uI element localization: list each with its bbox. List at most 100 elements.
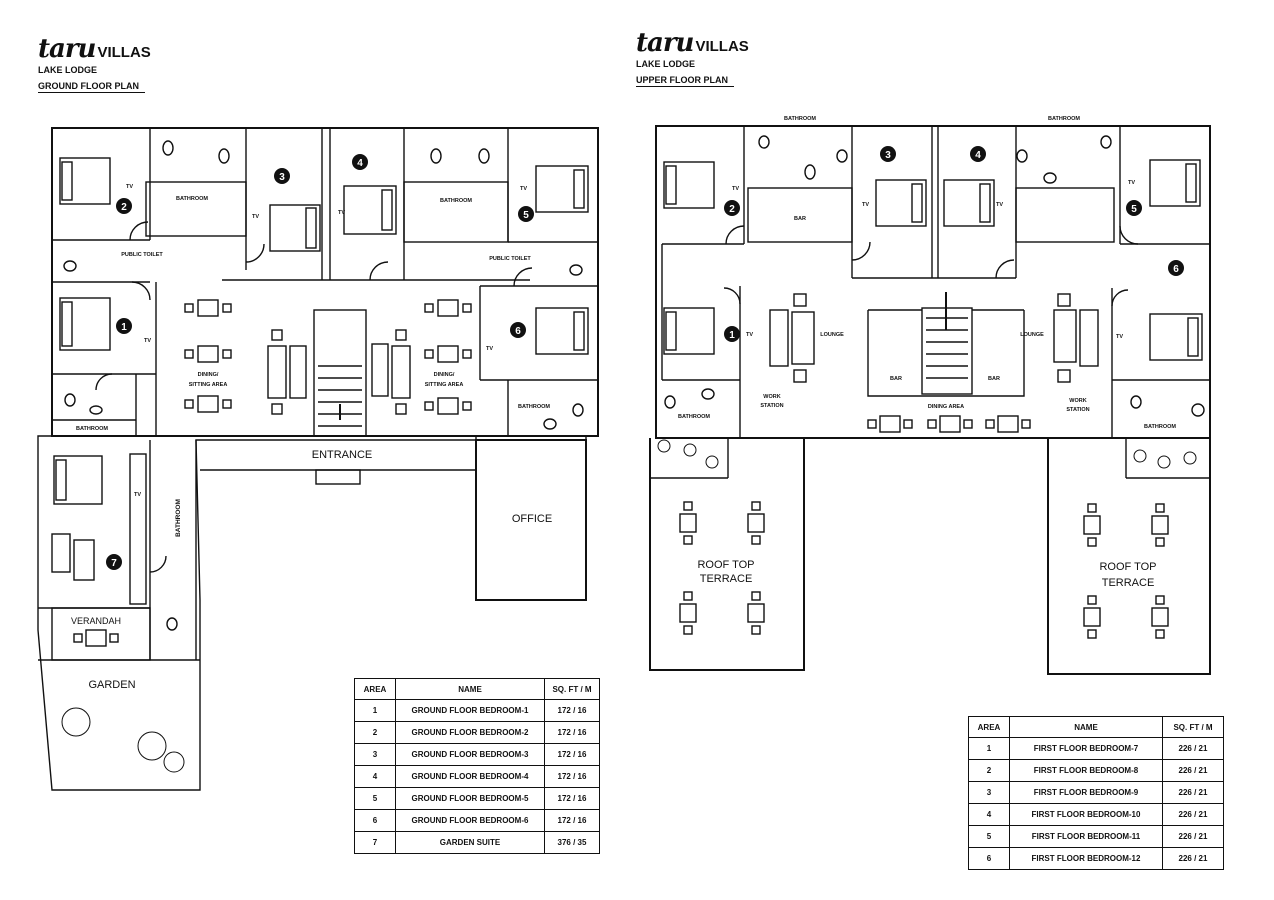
- room-badge-7: 7: [111, 558, 117, 569]
- label-bathroom: BATHROOM: [175, 499, 182, 537]
- table-cell: GROUND FLOOR BEDROOM-5: [395, 787, 545, 810]
- table-cell: FIRST FLOOR BEDROOM-7: [1009, 737, 1163, 760]
- table-cell: 3: [968, 781, 1010, 804]
- label-tv: TV: [486, 346, 493, 352]
- label-bathroom: BATHROOM: [440, 198, 472, 204]
- column-header: NAME: [395, 678, 545, 700]
- table-cell: 6: [354, 809, 396, 832]
- room-badge-6: 6: [1173, 264, 1179, 275]
- table-cell: 172 / 16: [544, 743, 600, 766]
- table-cell: 226 / 21: [1162, 737, 1224, 760]
- table-cell: GARDEN SUITE: [395, 831, 545, 854]
- label-entrance: ENTRANCE: [312, 449, 373, 461]
- upper-room-badges: 2 3 4 5 6 1: [724, 146, 1184, 342]
- plan-title: GROUND FLOOR PLAN: [38, 80, 145, 93]
- room-badge-5: 5: [523, 210, 529, 221]
- label-tv: TV: [862, 202, 869, 208]
- table-cell: FIRST FLOOR BEDROOM-9: [1009, 781, 1163, 804]
- label-terrace: TERRACE: [1102, 577, 1155, 589]
- label-tv: TV: [746, 332, 753, 338]
- label-garden: GARDEN: [88, 679, 135, 691]
- table-cell: 226 / 21: [1162, 803, 1224, 826]
- room-badge-1: 1: [729, 330, 735, 341]
- label-dining-area: SITTING AREA: [189, 382, 228, 388]
- room-badge-4: 4: [357, 158, 363, 169]
- label-tv: TV: [1128, 180, 1135, 186]
- label-dining-area: DINING/: [198, 372, 219, 378]
- label-bar: BAR: [794, 216, 806, 222]
- table-cell: 172 / 16: [544, 765, 600, 788]
- table-cell: FIRST FLOOR BEDROOM-10: [1009, 803, 1163, 826]
- label-tv: TV: [134, 492, 141, 498]
- ground-labels: BATHROOM BATHROOM BATHROOM BATHROOM BATH…: [71, 184, 552, 691]
- column-header: AREA: [354, 678, 396, 700]
- brand-word: VILLAS: [97, 44, 151, 61]
- label-terrace: TERRACE: [700, 573, 753, 585]
- table-cell: FIRST FLOOR BEDROOM-11: [1009, 825, 1163, 848]
- plan-subtitle: LAKE LODGE: [38, 65, 98, 75]
- table-cell: 226 / 21: [1162, 847, 1224, 870]
- column-header: NAME: [1009, 716, 1163, 738]
- table-cell: GROUND FLOOR BEDROOM-3: [395, 743, 545, 766]
- brand-logo: taru VILLAS: [636, 28, 749, 58]
- column-header: SQ. FT / M: [544, 678, 600, 700]
- ground-floor-plan: [37, 127, 599, 791]
- room-badge-4: 4: [975, 150, 981, 161]
- brand-script: taru: [38, 34, 96, 64]
- table-cell: 2: [968, 759, 1010, 782]
- label-dining-area: DINING AREA: [928, 404, 964, 410]
- table-cell: 2: [354, 721, 396, 744]
- label-bathroom: BATHROOM: [176, 196, 208, 202]
- label-tv: TV: [252, 214, 259, 220]
- label-office: OFFICE: [512, 513, 552, 525]
- room-badge-6: 6: [515, 326, 521, 337]
- room-badge-1: 1: [121, 322, 127, 333]
- label-tv: TV: [126, 184, 133, 190]
- label-bar: BAR: [988, 376, 1000, 382]
- table-cell: 4: [968, 803, 1010, 826]
- label-work-station: WORK: [1069, 398, 1086, 404]
- label-work-station: STATION: [760, 403, 783, 409]
- table-cell: 1: [354, 699, 396, 722]
- table-header-row: AREA NAME SQ. FT / M: [354, 678, 600, 700]
- label-terrace: ROOF TOP: [697, 559, 754, 571]
- upper-header: taru VILLAS LAKE LODGE UPPER FLOOR PLAN: [636, 28, 749, 88]
- table-cell: 5: [354, 787, 396, 810]
- label-bathroom: BATHROOM: [678, 414, 710, 420]
- table-cell: 226 / 21: [1162, 781, 1224, 804]
- table-header-row: AREA NAME SQ. FT / M: [968, 716, 1224, 738]
- table-cell: GROUND FLOOR BEDROOM-6: [395, 809, 545, 832]
- label-tv: TV: [732, 186, 739, 192]
- label-lounge: LOUNGE: [820, 332, 844, 338]
- table-cell: 172 / 16: [544, 721, 600, 744]
- room-badge-3: 3: [279, 172, 285, 183]
- upper-floor-plan: [649, 125, 1211, 675]
- table-cell: FIRST FLOOR BEDROOM-8: [1009, 759, 1163, 782]
- room-badge-2: 2: [121, 202, 127, 213]
- table-cell: GROUND FLOOR BEDROOM-4: [395, 765, 545, 788]
- plan-title: UPPER FLOOR PLAN: [636, 74, 735, 87]
- label-tv: TV: [996, 202, 1003, 208]
- label-lounge: LOUNGE: [1020, 332, 1044, 338]
- room-badge-3: 3: [885, 150, 891, 161]
- table-cell: 4: [354, 765, 396, 788]
- plan-subtitle: LAKE LODGE: [636, 59, 696, 69]
- label-bathroom: BATHROOM: [784, 116, 816, 122]
- table-cell: 172 / 16: [544, 787, 600, 810]
- table-cell: FIRST FLOOR BEDROOM-12: [1009, 847, 1163, 870]
- table-cell: 226 / 21: [1162, 825, 1224, 848]
- label-tv: TV: [1116, 334, 1123, 340]
